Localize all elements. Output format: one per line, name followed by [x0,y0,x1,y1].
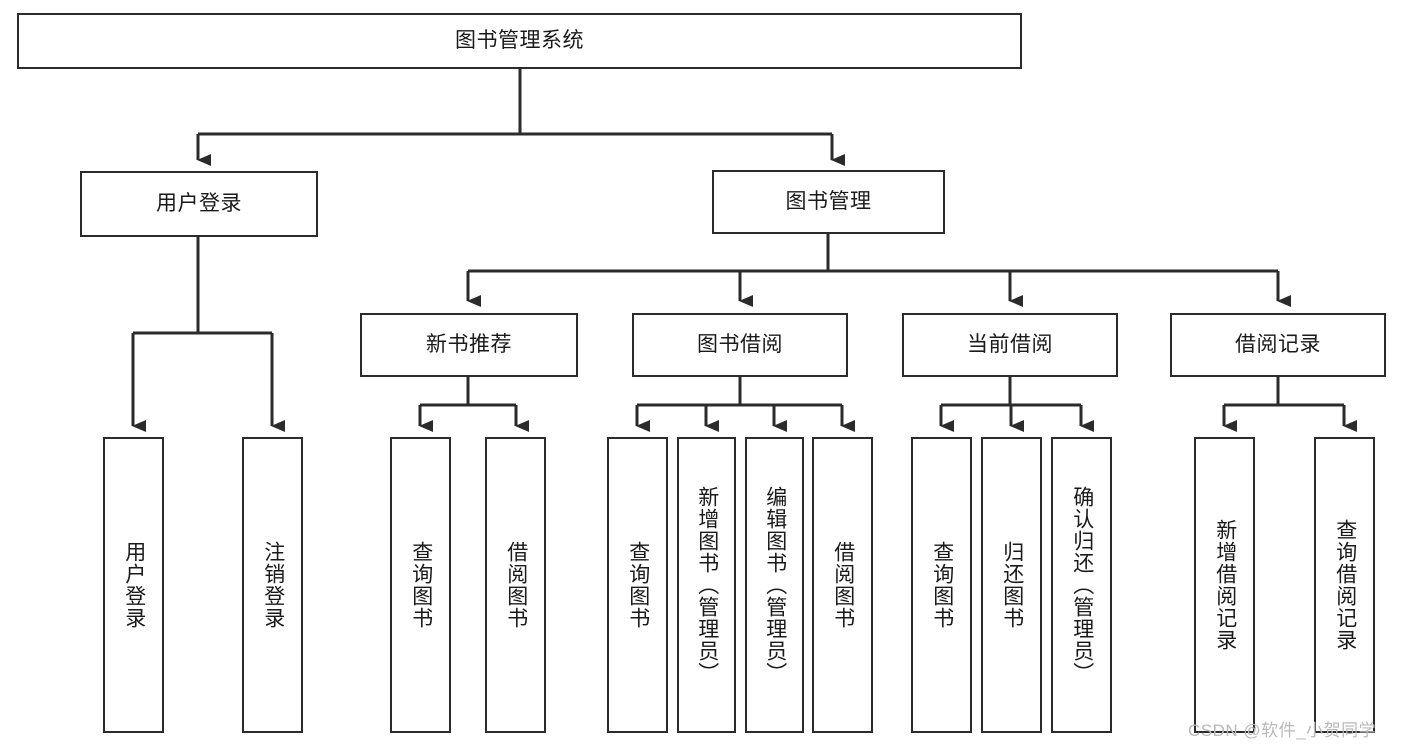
node-leaf-logout[interactable]: 注销登录 [242,437,303,733]
node-borrow-record-label: 借阅记录 [1235,332,1321,356]
node-leaf-borrow-book-label: 借阅图书 [831,541,855,629]
node-leaf-add-borrow-record-label: 新增借阅记录 [1213,519,1237,651]
node-leaf-edit-book-admin[interactable]: 编辑图书（管理员） [745,437,804,733]
node-book-borrow[interactable]: 图书借阅 [632,313,848,377]
node-current-borrow-label: 当前借阅 [967,332,1053,356]
node-book-management[interactable]: 图书管理 [712,170,945,234]
node-leaf-add-book-admin-label: 新增图书（管理员） [695,486,719,684]
node-leaf-add-book-admin[interactable]: 新增图书（管理员） [677,437,736,733]
node-leaf-user-login-label: 用户登录 [122,541,146,629]
node-leaf-confirm-return-admin[interactable]: 确认归还（管理员） [1051,437,1112,733]
node-leaf-edit-book-admin-label: 编辑图书（管理员） [763,486,787,684]
node-leaf-return-book[interactable]: 归还图书 [981,437,1042,733]
node-current-borrow[interactable]: 当前借阅 [902,313,1118,377]
node-leaf-logout-label: 注销登录 [261,541,285,629]
node-user-login-label: 用户登录 [156,191,242,215]
node-user-login[interactable]: 用户登录 [80,171,318,237]
node-leaf-return-book-label: 归还图书 [1000,541,1024,629]
node-leaf-query-book-borrow-label: 查询图书 [626,541,650,629]
node-leaf-add-borrow-record[interactable]: 新增借阅记录 [1194,437,1255,733]
node-leaf-user-login[interactable]: 用户登录 [103,437,164,733]
node-leaf-confirm-return-admin-label: 确认归还（管理员） [1070,486,1094,684]
node-new-book-recommend[interactable]: 新书推荐 [360,313,578,377]
node-leaf-query-borrow-record-label: 查询借阅记录 [1333,519,1357,651]
node-leaf-query-borrow-record[interactable]: 查询借阅记录 [1314,437,1375,733]
node-leaf-borrow-book-new-label: 借阅图书 [504,541,528,629]
node-root[interactable]: 图书管理系统 [17,13,1022,69]
node-borrow-record[interactable]: 借阅记录 [1170,313,1386,377]
node-leaf-query-book-borrow[interactable]: 查询图书 [607,437,668,733]
node-leaf-borrow-book[interactable]: 借阅图书 [812,437,873,733]
node-new-book-recommend-label: 新书推荐 [426,332,512,356]
node-leaf-query-book-current-label: 查询图书 [930,541,954,629]
node-leaf-query-book-current[interactable]: 查询图书 [911,437,972,733]
node-book-management-label: 图书管理 [785,189,872,213]
node-root-label: 图书管理系统 [455,28,584,52]
node-leaf-borrow-book-new[interactable]: 借阅图书 [485,437,546,733]
node-leaf-query-book-new-label: 查询图书 [409,541,433,629]
node-leaf-query-book-new[interactable]: 查询图书 [390,437,451,733]
node-book-borrow-label: 图书借阅 [697,332,783,356]
